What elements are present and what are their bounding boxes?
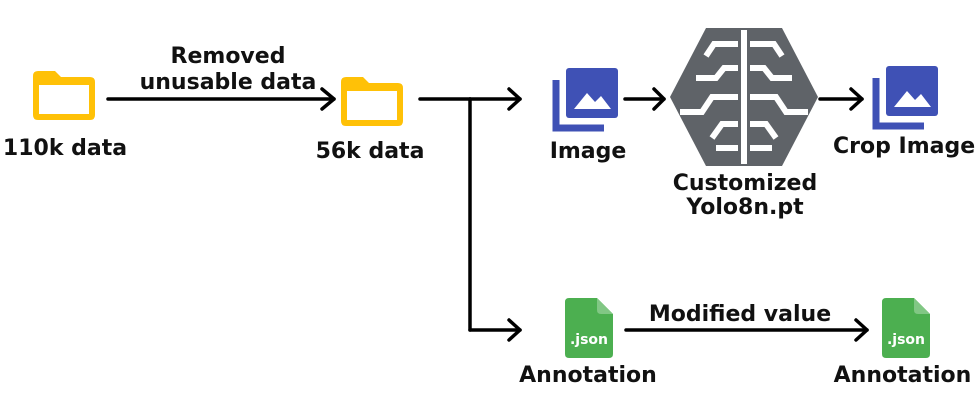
image-label: Image <box>549 139 627 164</box>
image-gallery-icon <box>872 66 938 130</box>
json-badge: .json <box>887 332 925 348</box>
json-file-icon: .json <box>565 298 613 358</box>
brain-circuit-icon <box>670 28 818 166</box>
image-gallery-icon <box>552 68 618 132</box>
arrowhead-branch-to-image <box>507 87 522 111</box>
folder-icon <box>33 71 95 120</box>
model-label-line2: Yolo8n.pt <box>686 195 804 220</box>
edge-label-removed: Removed unusable data <box>128 44 328 96</box>
arrowhead-branch-to-annotation <box>507 318 522 342</box>
filtered-label: 56k data <box>315 139 425 164</box>
arrowhead-image-to-model <box>652 87 666 111</box>
folder-icon <box>341 77 403 126</box>
json-file-icon: .json <box>882 298 930 358</box>
arrowhead-model-to-crop <box>849 87 864 111</box>
model-label-line1: Customized <box>672 171 818 196</box>
source-label: 110k data <box>2 136 128 161</box>
crop-label: Crop Image <box>833 134 975 159</box>
edge-label-modified: Modified value <box>648 302 832 327</box>
annotation-in-label: Annotation <box>519 363 657 388</box>
arrowhead-annotation-to-annotation <box>854 318 869 342</box>
annotation-out-label: Annotation <box>833 363 972 388</box>
json-badge: .json <box>570 332 608 348</box>
arrowhead-source-to-filtered <box>320 87 336 111</box>
edge-label-removed-line1: Removed <box>170 44 286 69</box>
edge-label-removed-line2: unusable data <box>139 70 317 95</box>
model-label: Customized Yolo8n.pt <box>660 172 830 220</box>
